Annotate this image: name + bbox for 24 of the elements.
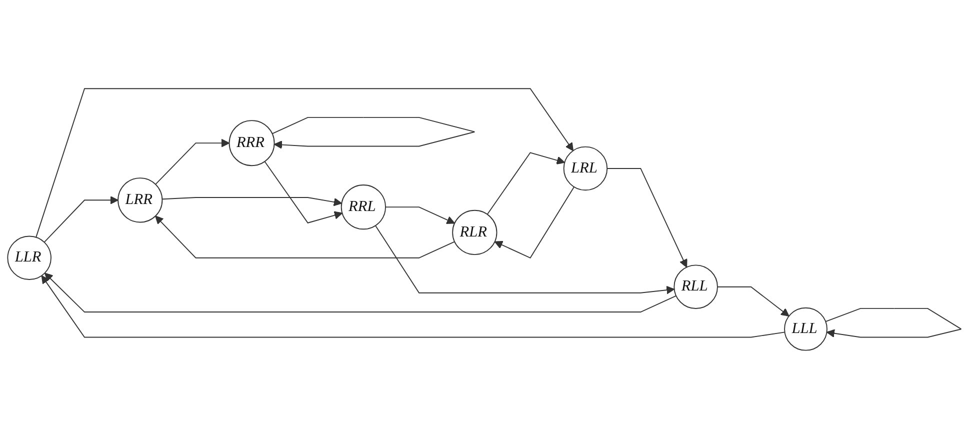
- node-circle: LRL: [563, 146, 608, 190]
- arrow: [486, 152, 566, 214]
- arrow: [155, 138, 230, 184]
- arrow: [264, 160, 343, 223]
- node-circle: LLR: [7, 235, 52, 280]
- arrow: [41, 274, 786, 338]
- node-circle: LRR: [118, 177, 163, 222]
- arrow: [825, 307, 962, 338]
- node-circle: RRL: [340, 184, 386, 230]
- arrow: [272, 116, 476, 148]
- arrow: [44, 272, 677, 312]
- node-circle: LLL: [784, 306, 828, 350]
- node-circle: RLR: [452, 209, 498, 255]
- arrow: [36, 88, 574, 238]
- node-circle: RRR: [228, 120, 275, 166]
- arrow: [155, 215, 456, 258]
- arrow: [494, 186, 575, 258]
- arrow: [44, 195, 118, 242]
- node-circle: RLL: [674, 264, 718, 308]
- arrow: [606, 168, 688, 268]
- arrow: [385, 206, 455, 224]
- arrow: [162, 196, 342, 206]
- arrow: [374, 224, 675, 294]
- arrow: [717, 286, 790, 316]
